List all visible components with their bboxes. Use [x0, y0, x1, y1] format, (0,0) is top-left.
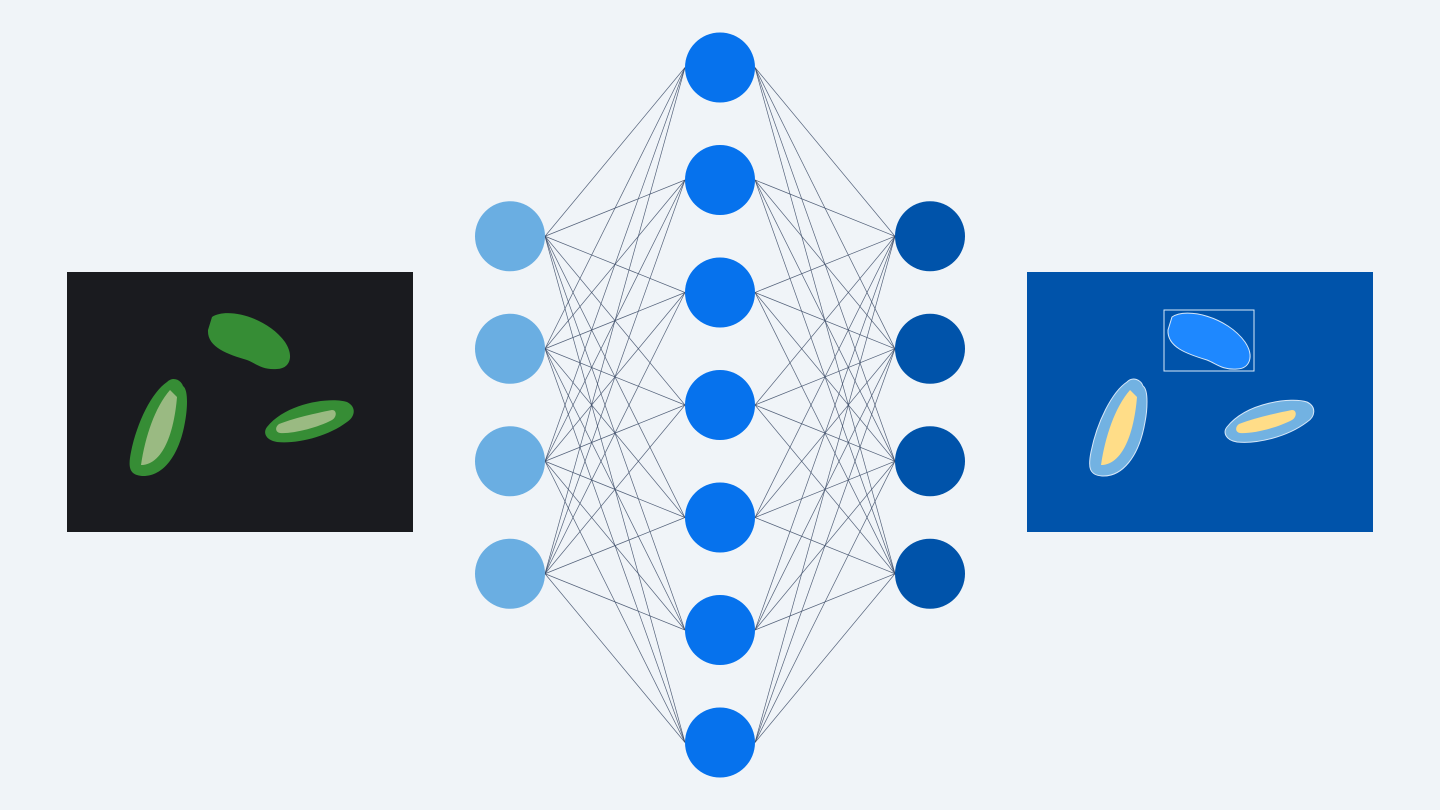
edge [754, 348, 896, 743]
input-node [475, 538, 545, 609]
segment-left-core [1101, 390, 1137, 465]
input-node [475, 426, 545, 497]
segment-top [1167, 312, 1251, 370]
segment-right-core [1236, 410, 1296, 434]
edge [754, 236, 896, 518]
edge [544, 517, 686, 575]
network-edges [544, 67, 896, 743]
edge [754, 573, 896, 743]
output-image [1027, 272, 1373, 532]
input-image [67, 272, 413, 532]
output-node [895, 538, 965, 609]
hidden-node [685, 482, 755, 553]
grain-top [207, 313, 291, 370]
input-image-background [67, 272, 413, 532]
hidden-node [685, 370, 755, 440]
edge [544, 67, 686, 462]
edge [544, 67, 686, 574]
hidden-node [685, 257, 755, 328]
output-node [895, 426, 965, 497]
edge [544, 67, 686, 237]
edge [544, 573, 686, 743]
edge [754, 236, 896, 743]
edge [754, 179, 896, 237]
output-node [895, 201, 965, 272]
input-node [475, 201, 545, 272]
grain-left-inner [141, 390, 177, 465]
hidden-node [685, 707, 755, 778]
output-node [895, 313, 965, 384]
grain-right-inner [276, 410, 336, 434]
input-node [475, 313, 545, 384]
edge [544, 67, 686, 349]
edge [544, 404, 686, 574]
edge [754, 236, 896, 631]
bounding-box [1163, 309, 1255, 372]
output-image-background [1027, 272, 1373, 532]
network-nodes [475, 32, 965, 778]
edge [754, 235, 896, 293]
edge [544, 179, 686, 574]
edge [754, 236, 896, 406]
edge [544, 573, 686, 631]
edge [544, 292, 686, 574]
hidden-node [685, 595, 755, 665]
hidden-node [685, 145, 755, 215]
hidden-node [685, 32, 755, 103]
edge [754, 67, 896, 237]
edge [754, 461, 896, 743]
